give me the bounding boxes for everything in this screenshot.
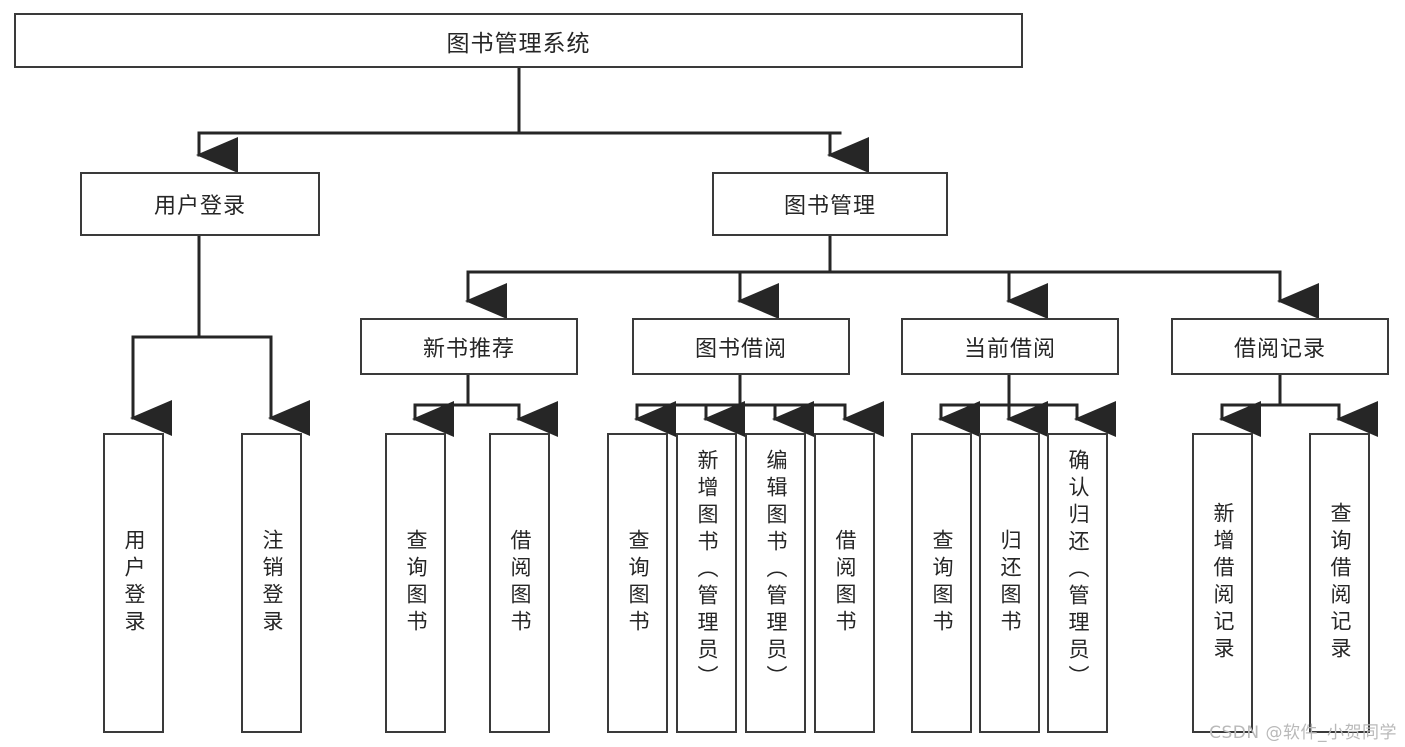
leaf-current-borrow-query[interactable]: 查询图书 bbox=[911, 433, 972, 733]
leaf-book-borrow-lend-label: 借阅图书 bbox=[833, 529, 857, 637]
node-book-manage[interactable]: 图书管理 bbox=[712, 172, 948, 236]
leaf-current-borrow-confirm[interactable]: 确认归还（管理员） bbox=[1047, 433, 1108, 733]
leaf-new-book-borrow-label: 借阅图书 bbox=[508, 529, 532, 637]
leaf-book-borrow-add-label: 新增图书（管理员） bbox=[695, 449, 719, 692]
leaf-book-borrow-edit-label: 编辑图书（管理员） bbox=[764, 449, 788, 692]
leaf-borrow-records-add-label: 新增借阅记录 bbox=[1211, 502, 1235, 664]
leaf-book-borrow-edit[interactable]: 编辑图书（管理员） bbox=[745, 433, 806, 733]
node-borrow-records-label: 借阅记录 bbox=[1233, 336, 1326, 362]
leaf-book-borrow-add[interactable]: 新增图书（管理员） bbox=[676, 433, 737, 733]
leaf-book-borrow-query[interactable]: 查询图书 bbox=[607, 433, 668, 733]
leaf-borrow-records-query-label: 查询借阅记录 bbox=[1328, 502, 1352, 664]
leaf-user-login-signout[interactable]: 注销登录 bbox=[241, 433, 302, 733]
node-user-login[interactable]: 用户登录 bbox=[80, 172, 320, 236]
node-current-borrow-label: 当前借阅 bbox=[963, 336, 1056, 362]
leaf-new-book-query-label: 查询图书 bbox=[404, 529, 428, 637]
node-book-borrow-label: 图书借阅 bbox=[694, 336, 787, 362]
watermark: CSDN @软件_小贺同学 bbox=[1209, 723, 1397, 743]
leaf-book-borrow-lend[interactable]: 借阅图书 bbox=[814, 433, 875, 733]
node-book-manage-label: 图书管理 bbox=[783, 194, 876, 219]
leaf-current-borrow-confirm-label: 确认归还（管理员） bbox=[1066, 449, 1090, 692]
leaf-user-login-signin[interactable]: 用户登录 bbox=[103, 433, 164, 733]
leaf-current-borrow-return[interactable]: 归还图书 bbox=[979, 433, 1040, 733]
leaf-new-book-query[interactable]: 查询图书 bbox=[385, 433, 446, 733]
node-book-borrow[interactable]: 图书借阅 bbox=[632, 318, 850, 375]
node-current-borrow[interactable]: 当前借阅 bbox=[901, 318, 1119, 375]
node-new-book-recommend[interactable]: 新书推荐 bbox=[360, 318, 578, 375]
leaf-user-login-signin-label: 用户登录 bbox=[122, 529, 146, 637]
leaf-book-borrow-query-label: 查询图书 bbox=[626, 529, 650, 637]
leaf-borrow-records-add[interactable]: 新增借阅记录 bbox=[1192, 433, 1253, 733]
leaf-user-login-signout-label: 注销登录 bbox=[260, 529, 284, 637]
node-user-login-label: 用户登录 bbox=[153, 194, 246, 219]
leaf-current-borrow-return-label: 归还图书 bbox=[998, 529, 1022, 637]
leaf-current-borrow-query-label: 查询图书 bbox=[930, 529, 954, 637]
node-new-book-recommend-label: 新书推荐 bbox=[422, 336, 515, 362]
node-borrow-records[interactable]: 借阅记录 bbox=[1171, 318, 1389, 375]
node-root-system-label: 图书管理系统 bbox=[446, 30, 591, 57]
leaf-new-book-borrow[interactable]: 借阅图书 bbox=[489, 433, 550, 733]
node-root-system[interactable]: 图书管理系统 bbox=[14, 13, 1023, 68]
leaf-borrow-records-query[interactable]: 查询借阅记录 bbox=[1309, 433, 1370, 733]
